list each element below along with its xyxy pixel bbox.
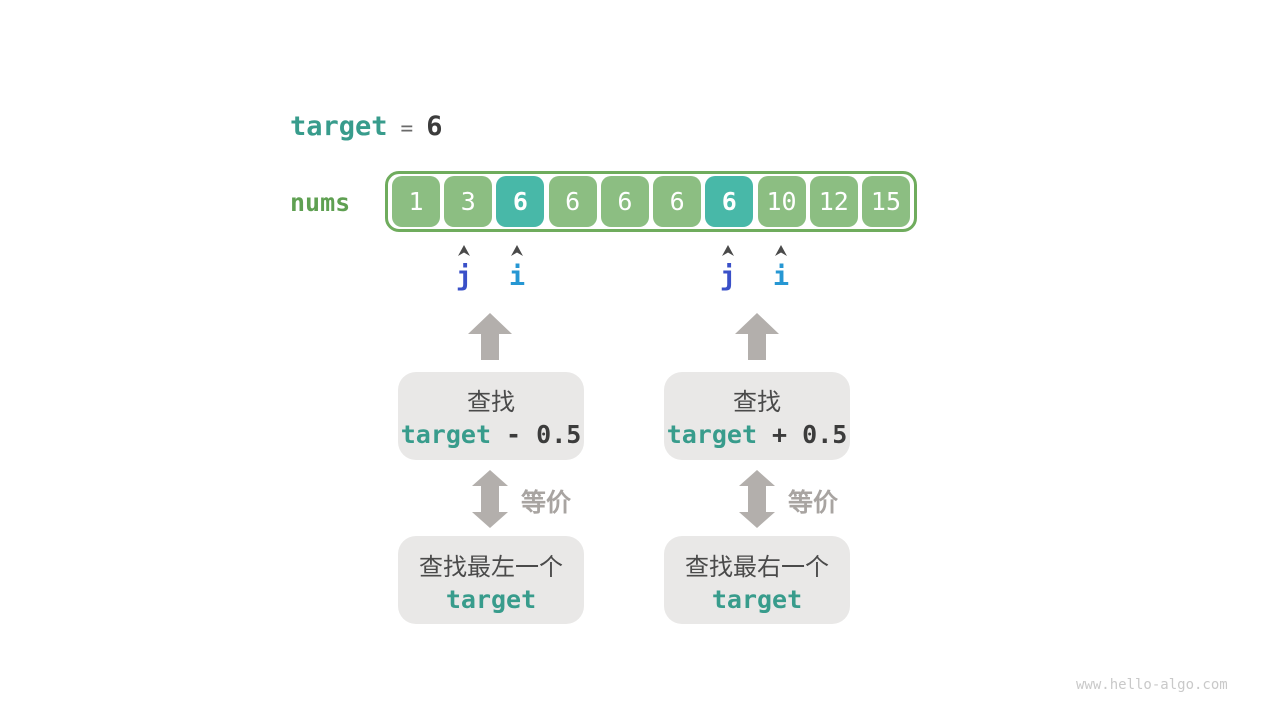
array-cell: 6 [653, 176, 702, 227]
pointer-j-left: j [455, 261, 473, 292]
up-arrow-icon [735, 313, 779, 360]
search-title: 查找 [467, 389, 515, 416]
array-cell: 3 [444, 176, 493, 227]
watermark: www.hello-algo.com [1076, 677, 1228, 693]
pointer-j-right: j [719, 261, 737, 292]
double-arrow-icon [472, 470, 508, 528]
result-code: target [445, 584, 537, 614]
search-expression: target - 0.5 [400, 420, 582, 449]
array-cell: 15 [861, 176, 910, 227]
array-cell: 6 [496, 176, 545, 227]
array-cell: 12 [809, 176, 858, 227]
double-arrow-icon [739, 470, 775, 528]
result-box-left: 查找最左一个 target [398, 536, 584, 624]
caret-up-icon [458, 245, 470, 256]
pointer-i-right: i [772, 261, 790, 292]
equivalence-label-left: 等价 [521, 489, 572, 517]
result-title: 查找最左一个 [419, 553, 563, 581]
target-keyword: target [290, 111, 388, 142]
caret-up-icon [722, 245, 734, 256]
result-box-right: 查找最右一个 target [664, 536, 850, 624]
search-title: 查找 [733, 389, 781, 416]
equals-sign: = [400, 116, 414, 140]
search-box-left: 查找 target - 0.5 [398, 372, 584, 460]
search-expression: target + 0.5 [666, 420, 848, 449]
array-cell: 6 [600, 176, 649, 227]
array-cell: 6 [548, 176, 597, 227]
nums-label: nums [290, 188, 351, 217]
array-cell: 1 [392, 176, 440, 227]
search-box-right: 查找 target + 0.5 [664, 372, 850, 460]
array-cell: 6 [705, 176, 754, 227]
result-title: 查找最右一个 [685, 553, 829, 581]
result-code: target [711, 584, 803, 614]
up-arrow-icon [468, 313, 512, 360]
pointer-i-left: i [508, 261, 526, 292]
equivalence-label-right: 等价 [788, 489, 839, 517]
array-cell: 10 [757, 176, 806, 227]
target-assignment: target = 6 [290, 111, 442, 142]
caret-up-icon [775, 245, 787, 256]
nums-array: 1 3 6 6 6 6 6 10 12 15 [385, 171, 917, 232]
target-value: 6 [426, 111, 443, 142]
caret-up-icon [511, 245, 523, 256]
